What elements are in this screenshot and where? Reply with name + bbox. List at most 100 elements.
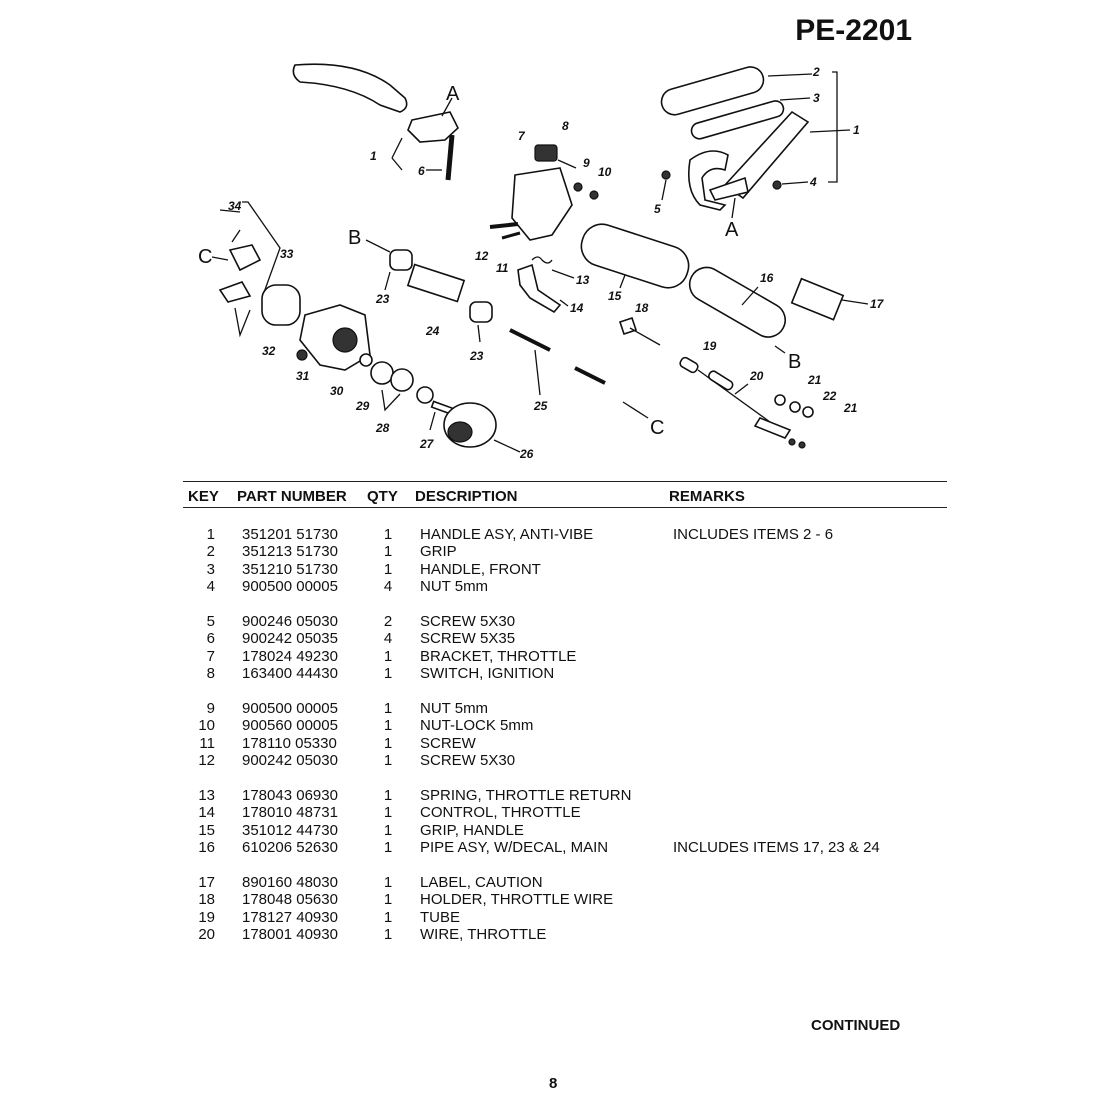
continued-label: CONTINUED (811, 1017, 901, 1034)
callout-15: 15 (608, 289, 622, 303)
part-number-cell: 900246 05030 (242, 613, 338, 630)
page-title: PE-2201 (795, 14, 912, 47)
marker-c-right: C (650, 417, 664, 439)
key-cell: 13 (198, 787, 215, 804)
col-header-key: KEY (188, 488, 219, 505)
callout-23-top: 23 (375, 292, 390, 306)
description-cell: HOLDER, THROTTLE WIRE (420, 891, 614, 909)
callout-3: 3 (813, 91, 820, 105)
qty-cell: 1 (383, 526, 393, 543)
callout-31: 31 (296, 369, 310, 383)
bushing-23-top-drawing (389, 249, 413, 271)
qty-cell: 1 (383, 543, 393, 561)
grip-2-drawing (660, 66, 765, 116)
throttle-control-drawing (517, 263, 562, 314)
page-number: 8 (549, 1075, 558, 1092)
part-number-cell: 351213 51730 (242, 543, 338, 561)
col-header-part-number: PART NUMBER (237, 488, 347, 505)
callout-22: 22 (822, 389, 837, 403)
key-cell: 10 (198, 717, 215, 735)
qty-cell: 1 (383, 821, 393, 839)
qty-cell: 1 (383, 700, 393, 717)
callout-18: 18 (635, 301, 649, 315)
description-cell: SCREW 5X30 (420, 613, 516, 630)
key-cell: 8 (206, 665, 215, 683)
part-number-cell: 178048 05630 (242, 891, 338, 909)
remarks-cell: INCLUDES ITEMS 2 - 6 (673, 526, 834, 543)
callout-1-left: 1 (370, 149, 377, 163)
qty-cell: 2 (383, 613, 393, 630)
key-cell: 16 (198, 839, 215, 857)
part-number-cell: 163400 44430 (242, 665, 338, 683)
marker-b-left: B (348, 227, 361, 249)
callout-24: 24 (425, 324, 440, 338)
grip-handle-15-drawing (580, 223, 690, 289)
description-cell: SCREW 5X35 (420, 630, 516, 648)
description-cell: GRIP (420, 543, 457, 561)
part-number-cell: 900500 00005 (242, 700, 338, 717)
tube-drawing (679, 356, 699, 374)
description-cell: GRIP, HANDLE (420, 821, 524, 839)
callout-10: 10 (598, 165, 612, 179)
description-cell: SWITCH, IGNITION (420, 665, 555, 683)
table-row: 15 351012 44730 1 GRIP, HANDLE (0, 822, 1100, 839)
part-number-cell: 351012 44730 (242, 821, 338, 839)
callout-25: 25 (533, 399, 548, 413)
housing-32-drawing (261, 284, 301, 326)
description-cell: HANDLE ASY, ANTI-VIBE (420, 526, 594, 543)
key-cell: 18 (198, 891, 215, 909)
description-cell: SCREW (420, 734, 476, 752)
callout-4: 4 (809, 175, 817, 189)
marker-a-top: A (446, 83, 460, 105)
callout-11: 11 (496, 261, 509, 275)
qty-cell: 1 (383, 908, 393, 926)
clamp-a-drawing (407, 111, 459, 143)
screw-12-drawing (489, 222, 519, 229)
description-cell: PIPE ASY, W/DECAL, MAIN (420, 839, 609, 857)
key-cell: 9 (206, 700, 215, 717)
qty-cell: 1 (383, 891, 393, 909)
description-cell: NUT 5mm (420, 578, 489, 596)
key-cell: 15 (198, 821, 215, 839)
col-header-remarks: REMARKS (669, 488, 745, 505)
callout-6: 6 (418, 164, 425, 178)
qty-cell: 1 (383, 752, 393, 770)
qty-cell: 4 (383, 630, 393, 648)
part-number-cell: 890160 48030 (242, 874, 338, 891)
qty-cell: 1 (383, 717, 393, 735)
callout-21-a: 21 (807, 373, 822, 387)
key-cell: 5 (206, 613, 215, 630)
table-row: 5 900246 05030 2 SCREW 5X30 (0, 613, 1100, 630)
qty-cell: 4 (383, 578, 393, 596)
bearing-28-a-drawing (370, 361, 394, 385)
marker-b-right: B (788, 351, 801, 373)
front-handle-3-drawing (690, 100, 785, 140)
key-cell: 2 (206, 543, 215, 561)
part-number-cell: 178010 48731 (242, 804, 338, 822)
qty-cell: 1 (383, 734, 393, 752)
callout-34: 34 (228, 199, 242, 213)
remarks-cell: INCLUDES ITEMS 17, 23 & 24 (673, 839, 880, 857)
part-number-cell: 178043 06930 (242, 787, 338, 804)
handle-curve-drawing (292, 63, 408, 113)
qty-cell: 1 (383, 647, 393, 665)
part-number-cell: 610206 52630 (242, 839, 338, 857)
callout-21-b: 21 (843, 401, 858, 415)
wire-holder-drawing (618, 316, 638, 336)
part-number-cell: 351201 51730 (242, 526, 338, 543)
screw-11-drawing (501, 231, 521, 240)
